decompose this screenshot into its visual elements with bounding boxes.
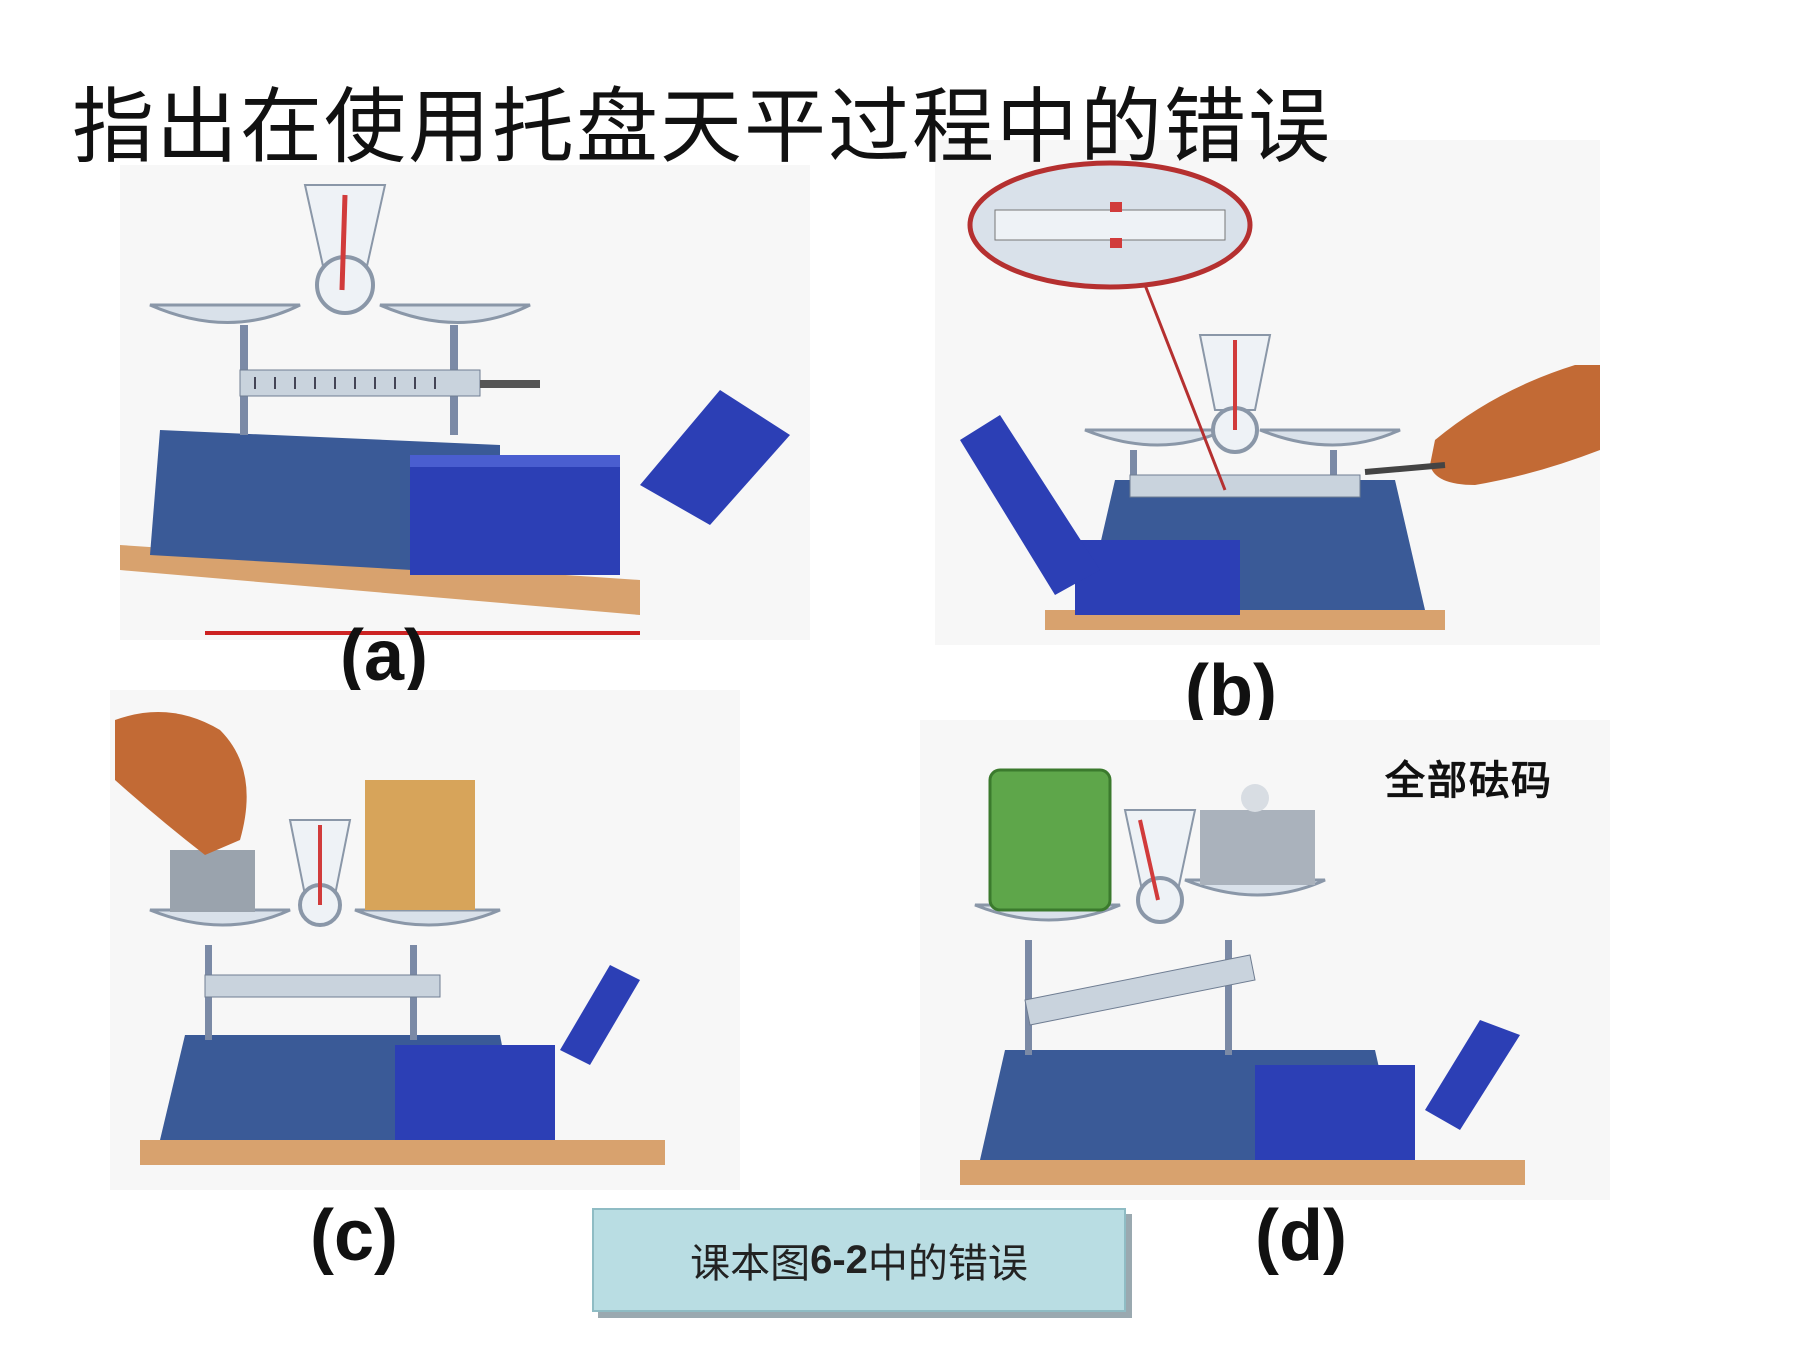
panel-b-label: (b) xyxy=(1185,651,1277,731)
panel-d-label: (d) xyxy=(1255,1196,1347,1276)
balance-c-image xyxy=(115,712,665,1165)
note-prefix: 课本图 xyxy=(690,1241,811,1287)
panel-c-label: (c) xyxy=(310,1196,398,1276)
note-suffix: 中的错误 xyxy=(867,1241,1028,1287)
panel-a-illustration xyxy=(120,165,810,640)
panel-d-illustration xyxy=(920,720,1610,1200)
all-weights-annotation: 全部砝码 xyxy=(1385,757,1553,804)
balance-b-image xyxy=(960,160,1600,630)
note-figure-number: 6-2 xyxy=(810,1237,868,1282)
balance-a-image xyxy=(120,184,790,635)
balance-d-image xyxy=(960,768,1525,1185)
panel-c-illustration xyxy=(110,690,740,1190)
panel-b-illustration xyxy=(935,140,1600,645)
slide-title: 指出在使用托盘天平过程中的错误 xyxy=(72,80,1333,175)
panel-a-label: (a) xyxy=(340,616,428,696)
